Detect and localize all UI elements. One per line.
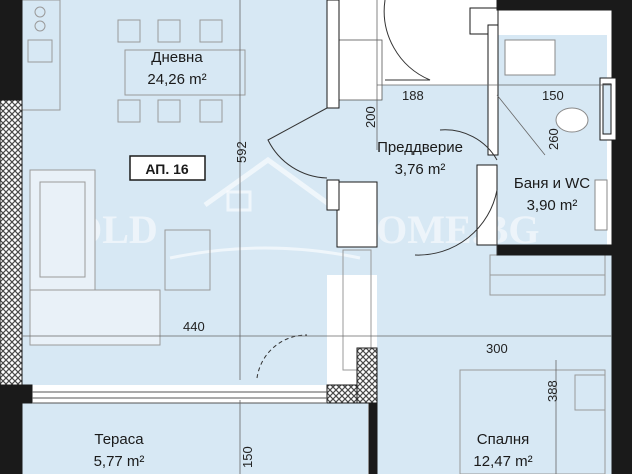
room-name-bathroom: Баня и WC	[514, 175, 590, 192]
apartment-label: АП. 16	[129, 155, 206, 181]
dimension-labels: 188 150 200 260 592 440 300 388 150	[183, 88, 564, 468]
dim-150-top: 150	[542, 88, 564, 103]
apartment-number: АП. 16	[145, 161, 189, 177]
room-name-bedroom: Спалня	[477, 431, 529, 448]
sofa	[29, 169, 211, 346]
room-fills	[22, 0, 612, 474]
dimension-lines	[22, 0, 612, 474]
dim-388: 388	[545, 380, 560, 402]
room-name-terrace: Тераса	[94, 431, 144, 448]
room-area-bedroom: 12,47 m²	[473, 453, 532, 470]
dim-150-bottom: 150	[240, 446, 255, 468]
dim-592: 592	[234, 141, 249, 163]
storage-cabinet	[336, 39, 383, 101]
dim-260: 260	[546, 128, 561, 150]
terrace-window	[32, 391, 327, 404]
terrace-area	[22, 403, 368, 474]
room-labels: Дневна 24,26 m² Преддверие 3,76 m² Баня …	[94, 49, 591, 470]
dim-440: 440	[183, 319, 205, 334]
dim-300: 300	[486, 341, 508, 356]
bedroom-area	[377, 245, 612, 474]
room-name-living: Дневна	[151, 49, 203, 66]
dim-200: 200	[363, 106, 378, 128]
dining-table	[124, 49, 246, 96]
dim-188: 188	[402, 88, 424, 103]
room-area-living: 24,26 m²	[147, 71, 206, 88]
room-area-bathroom: 3,90 m²	[527, 197, 578, 214]
room-name-hallway: Преддверие	[377, 139, 463, 156]
bathroom-fixtures	[504, 39, 608, 231]
room-area-hallway: 3,76 m²	[395, 161, 446, 178]
room-area-terrace: 5,77 m²	[94, 453, 145, 470]
